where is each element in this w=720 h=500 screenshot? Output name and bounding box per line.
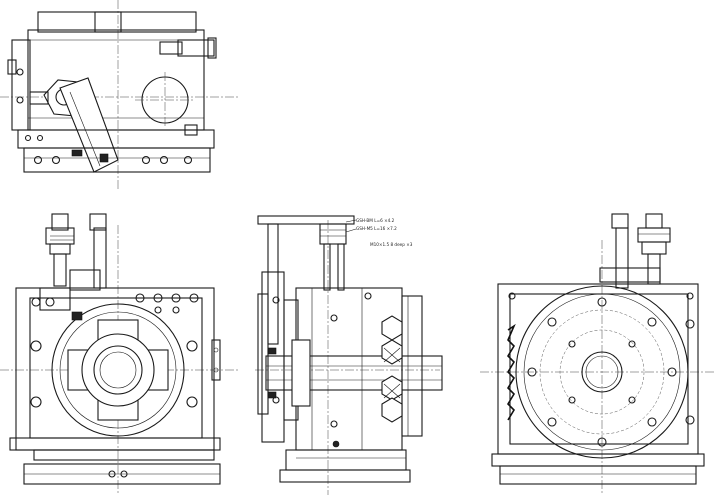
rear-view <box>480 213 715 495</box>
note-1: GSH-BM L=6 ×4.2 <box>356 218 395 223</box>
front-view <box>0 213 240 495</box>
note-3: M10×1.5 8 deep ×3 <box>370 242 413 247</box>
note-2: GSH-M5 L=16 ×7.2 <box>356 226 397 231</box>
side-view: GSH-BM L=6 ×4.2 GSH-M5 L=16 ×7.2 M10×1.5… <box>255 215 443 495</box>
top-view <box>0 0 240 190</box>
